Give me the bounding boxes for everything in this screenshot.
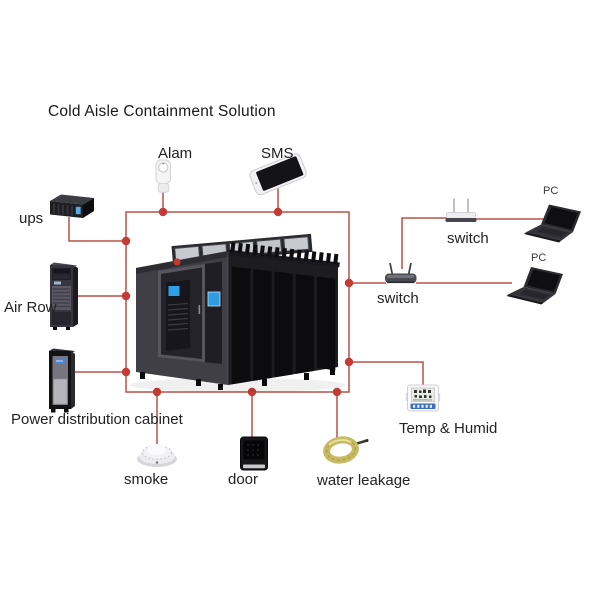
label-door: door — [228, 471, 259, 488]
ups-device-icon — [50, 194, 94, 218]
air-row-device-icon — [50, 262, 78, 330]
junction-water — [332, 387, 342, 397]
junction-door — [247, 387, 257, 397]
label-temp-humid: Temp & Humid — [399, 420, 498, 437]
smoke-detector-icon — [137, 444, 177, 467]
label-pc-top: PC — [543, 185, 559, 197]
junction-sms — [273, 207, 283, 217]
door-access-device-icon — [240, 436, 268, 471]
label-switch-top: switch — [447, 230, 489, 247]
wire-switch-top-link — [401, 217, 447, 269]
power-cabinet-device-icon — [49, 348, 75, 413]
junction-smoke — [152, 387, 162, 397]
label-ups: ups — [19, 210, 44, 227]
alarm-sensor-icon — [155, 159, 171, 193]
label-smoke: smoke — [124, 471, 169, 488]
switch-bottom-device-icon — [385, 262, 417, 284]
junction-temp-humid — [344, 357, 354, 367]
brand-logo-icon — [173, 258, 181, 266]
label-sms: SMS — [261, 145, 294, 162]
pc-bottom-laptop-icon — [506, 267, 563, 305]
smartphone-icon — [249, 153, 307, 196]
junction-switch-bottom — [344, 278, 354, 288]
label-switch-bottom: switch — [377, 290, 419, 307]
label-pc-bottom: PC — [531, 252, 547, 264]
junction-ups — [121, 236, 131, 246]
pc-top-laptop-icon — [524, 204, 581, 243]
wire-temp-humid — [349, 361, 424, 385]
junction-dots — [121, 207, 354, 397]
junction-alarm — [158, 207, 168, 217]
label-power-cabinet: Power distribution cabinet — [11, 411, 183, 428]
label-water-leakage: water leakage — [317, 472, 411, 489]
junction-power-cabinet — [121, 367, 131, 377]
junction-air-row — [121, 291, 131, 301]
switch-top-device-icon — [445, 198, 477, 222]
label-air-row: Air Row — [4, 299, 57, 316]
page-title: Cold Aisle Containment Solution — [48, 103, 276, 120]
cold-aisle-containment-icon — [130, 233, 346, 392]
wires — [68, 187, 545, 444]
label-alarm: Alam — [158, 145, 193, 162]
temp-humid-sensor-icon — [405, 384, 441, 412]
wire-ups — [68, 217, 126, 242]
water-leakage-cable-icon — [323, 436, 369, 464]
